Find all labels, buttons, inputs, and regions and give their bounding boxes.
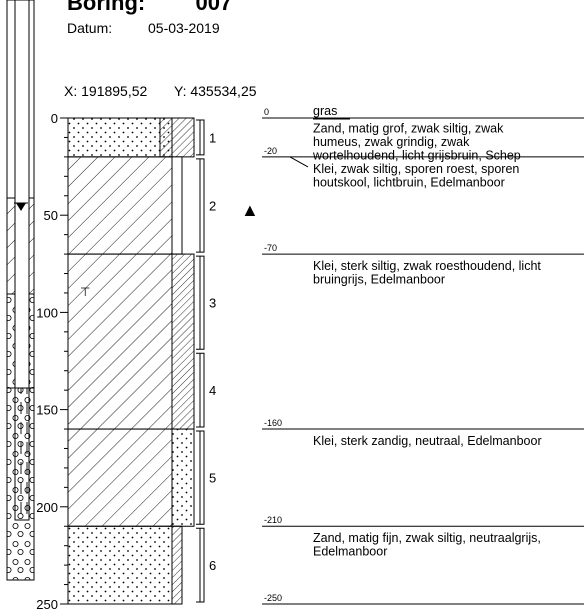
layer-description-line: gras	[313, 104, 337, 118]
sample-number: 2	[209, 198, 216, 213]
axis-tick-label: 0	[51, 111, 58, 126]
layer-description-line: houtskool, lichtbruin, Edelmanboor	[313, 175, 505, 189]
sample-number: 3	[209, 296, 216, 311]
axis-tick-label: 150	[36, 403, 58, 418]
soil-columns	[67, 117, 195, 605]
layer-description-line: wortelhoudend, licht grijsbruin, Schep	[312, 149, 521, 163]
x-coordinate: X: 191895,52	[64, 83, 148, 99]
soil-layer	[67, 253, 173, 430]
admixture-strip	[171, 525, 183, 605]
layer-description-line: Klei, zwak siltig, sporen roest, sporen	[313, 162, 519, 176]
layer-description-line: Zand, matig fijn, zwak siltig, neutraalg…	[313, 531, 541, 545]
axis-tick-label: 50	[44, 208, 58, 223]
date-label: Datum:	[67, 20, 113, 36]
water-table-icon: ⊤	[80, 285, 90, 299]
admixture-strip	[171, 156, 183, 255]
sample-number: 1	[209, 130, 216, 145]
depth-axis: 0 50 100 150 200 250	[36, 111, 69, 610]
layer-description-line: Klei, sterk zandig, neutraal, Edelmanboo…	[313, 434, 542, 448]
soil-layer	[67, 117, 173, 158]
axis-tick-label: 200	[36, 500, 58, 515]
admixture-strip	[171, 253, 195, 430]
sample-number: 4	[209, 383, 216, 398]
admixture-strip	[171, 428, 195, 527]
layer-description-line: humeus, zwak grindig, zwak	[313, 135, 470, 149]
axis-tick-label: 100	[36, 305, 58, 320]
borehole-title: Boring: 007	[67, 0, 232, 16]
sample-column: 1 2 3 4 5 6	[196, 119, 216, 603]
bottom-depth-label: -250	[264, 593, 282, 603]
water-level-icon	[16, 203, 26, 211]
layer-description-line: Edelmanboor	[313, 545, 387, 559]
layer-depth-label: -210	[264, 515, 282, 525]
sample-number: 5	[209, 471, 216, 486]
title-number: 007	[195, 0, 233, 15]
title-label: Boring:	[67, 0, 146, 15]
well-drawing	[6, 0, 35, 581]
sample-number: 6	[209, 558, 216, 573]
layer-depth-label: -70	[264, 243, 277, 253]
y-coordinate: Y: 435534,25	[174, 83, 257, 99]
soil-layer	[67, 428, 173, 527]
date-value: 05-03-2019	[148, 20, 220, 36]
soil-layer	[67, 525, 173, 605]
admixture-strip	[171, 117, 195, 158]
groundwater-marker: ▲	[241, 200, 259, 220]
soil-layer	[67, 156, 173, 255]
layer-description-line: Klei, sterk siltig, zwak roesthoudend, l…	[313, 259, 541, 273]
layer-depth-label: 0	[264, 107, 269, 117]
layer-connector	[289, 156, 309, 168]
axis-tick-label: 250	[36, 597, 58, 610]
layer-description-line: bruingrijs, Edelmanboor	[313, 273, 445, 287]
layer-depth-label: -20	[264, 146, 277, 156]
root-strip	[159, 117, 173, 158]
layer-depth-label: -160	[264, 418, 282, 428]
layer-description-line: Zand, matig grof, zwak siltig, zwak	[313, 122, 504, 136]
